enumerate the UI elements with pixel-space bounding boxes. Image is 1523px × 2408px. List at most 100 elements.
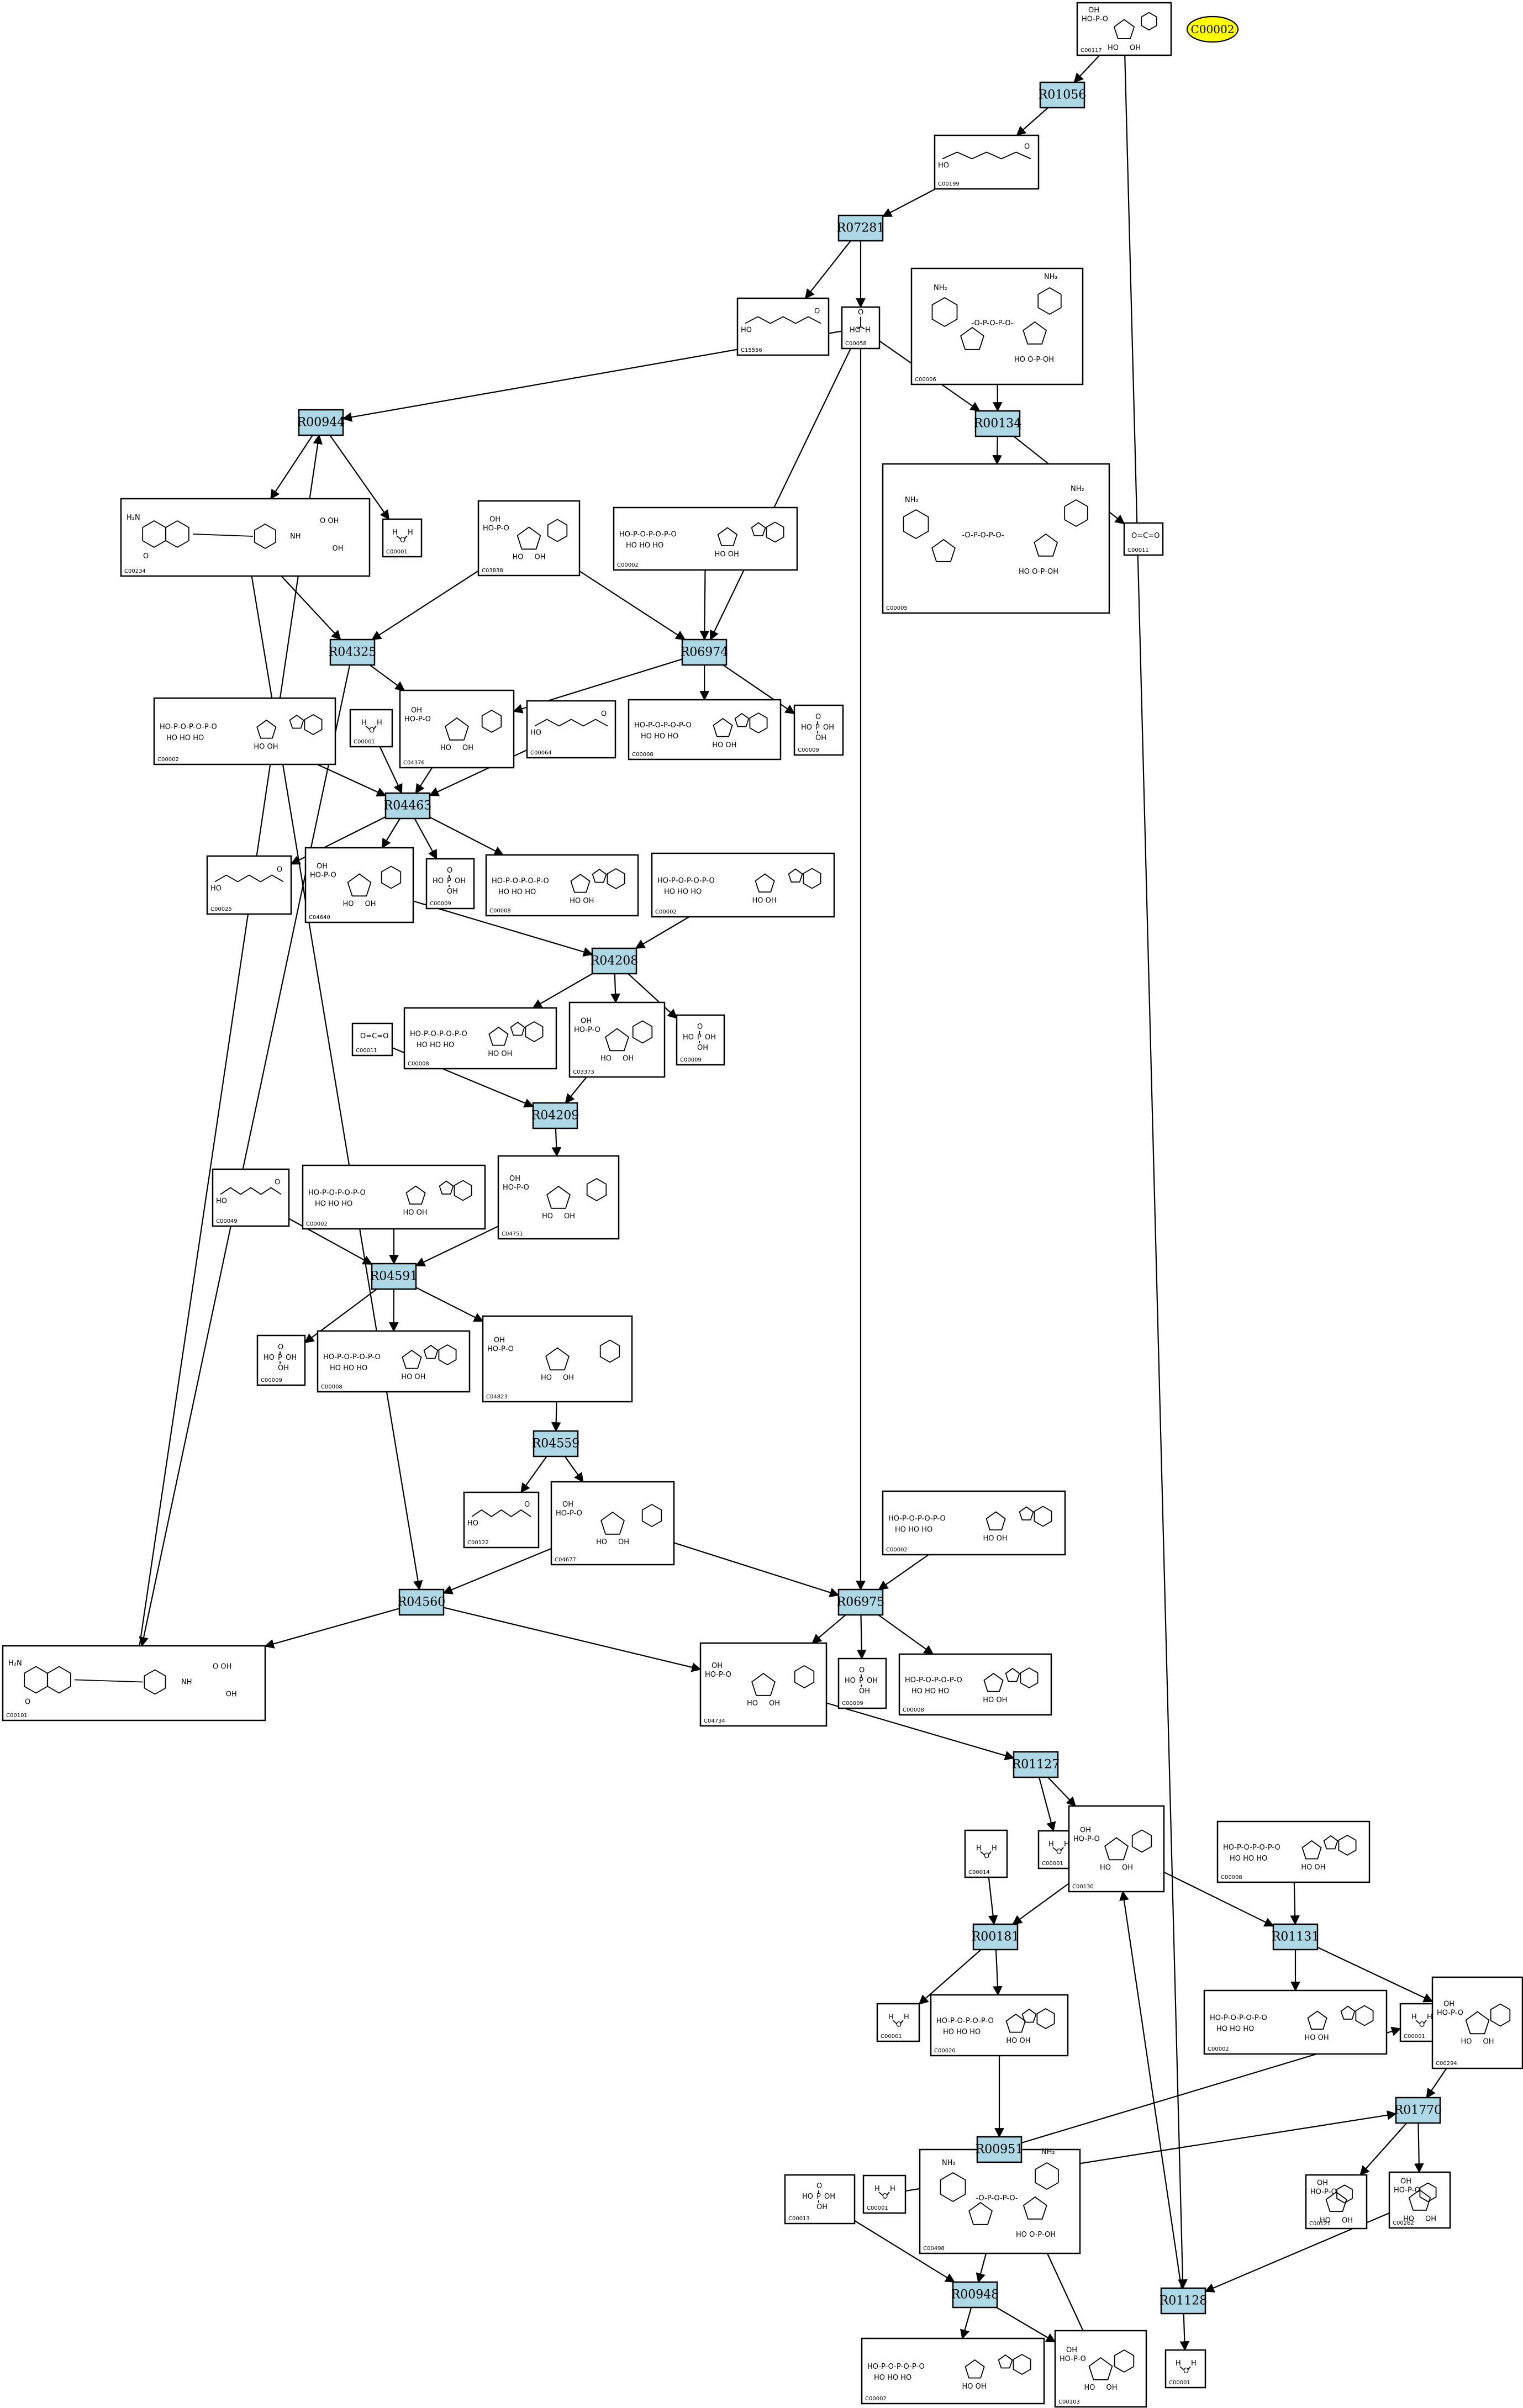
reaction-node[interactable]: R04560 [398, 1588, 446, 1616]
atom-label: P [859, 1677, 863, 1685]
compound-label: C00199 [938, 181, 960, 187]
atom-label: OH [564, 1212, 575, 1221]
edge-R00948-c00103 [996, 2307, 1056, 2343]
atom-label: H [874, 2185, 880, 2193]
bond-path [734, 712, 750, 727]
reaction-node[interactable]: R00134 [974, 410, 1022, 437]
atom-label: OH [563, 1374, 574, 1382]
atom-label: OH [455, 877, 466, 885]
reaction-node[interactable]: R01128 [1160, 2287, 1208, 2315]
reaction-node[interactable]: R01131 [1272, 1923, 1320, 1951]
atom-label: HO-P-O-P-O-P-O [657, 877, 715, 885]
bond-path [1036, 2008, 1055, 2030]
reaction-label: R00948 [951, 2288, 999, 2302]
reaction-node[interactable]: R04209 [531, 1102, 579, 1129]
reaction-node[interactable]: R06975 [837, 1588, 885, 1616]
reaction-node[interactable]: R07281 [837, 214, 885, 242]
edge-R04208-c00009c [628, 973, 678, 1019]
reaction-node[interactable]: R04559 [532, 1430, 580, 1458]
bond-path [1307, 2010, 1327, 2030]
bond-path [304, 714, 323, 736]
reaction-node[interactable]: R04463 [384, 792, 432, 820]
reaction-node[interactable]: R04591 [370, 1263, 418, 1290]
seed-compound-node[interactable]: C00002 [1186, 15, 1239, 43]
reaction-node[interactable]: R01056 [1039, 81, 1087, 109]
atom-label: HO-P-O [1082, 15, 1108, 24]
reaction-node[interactable]: R04208 [591, 947, 639, 975]
reaction-node[interactable]: R00951 [976, 2136, 1024, 2163]
reaction-node[interactable]: R01770 [1394, 2097, 1442, 2124]
reaction-node[interactable]: R00944 [297, 409, 345, 436]
atom-label: OH [1088, 7, 1099, 15]
reaction-box [532, 1102, 578, 1129]
edge-R06975-c04734 [811, 1614, 846, 1644]
reaction-node[interactable]: R06974 [681, 638, 729, 666]
reaction-node[interactable]: R04325 [329, 638, 377, 666]
reaction-node[interactable]: R00181 [972, 1923, 1020, 1951]
reaction-node[interactable]: R01127 [1012, 1751, 1060, 1778]
reaction-node[interactable]: R00948 [951, 2281, 999, 2309]
structure-icon: HOO [741, 308, 821, 335]
compound-label: C00002 [157, 757, 179, 763]
